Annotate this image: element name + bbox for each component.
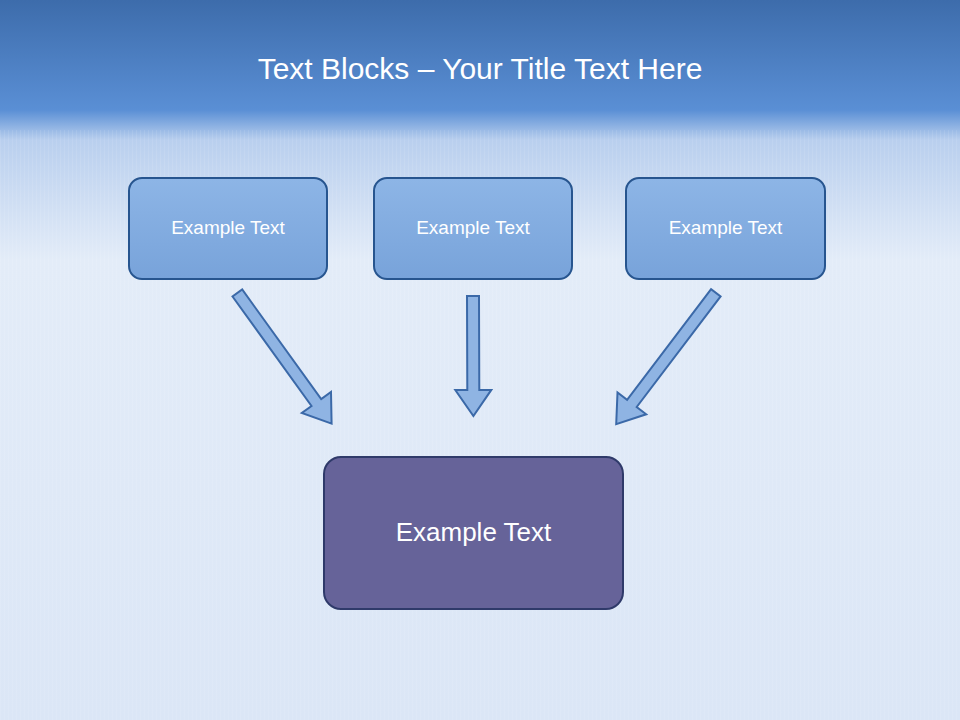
slide-title: Text Blocks – Your Title Text Here	[0, 52, 960, 86]
arrow-shape	[233, 290, 332, 424]
arrow-shape	[616, 289, 720, 424]
text-block: Example Text	[625, 177, 826, 280]
block-text: Example Text	[159, 211, 297, 246]
block-arrow	[616, 289, 720, 424]
text-block: Example Text	[373, 177, 573, 280]
screen-texture	[0, 130, 960, 720]
block-text: Example Text	[657, 211, 795, 246]
text-block: Example Text	[128, 177, 328, 280]
arrow-shape	[455, 296, 491, 416]
result-box: Example Text	[323, 456, 624, 610]
block-text: Example Text	[384, 511, 564, 554]
block-arrow	[233, 290, 332, 424]
block-arrow	[455, 296, 491, 416]
block-text: Example Text	[404, 211, 542, 246]
